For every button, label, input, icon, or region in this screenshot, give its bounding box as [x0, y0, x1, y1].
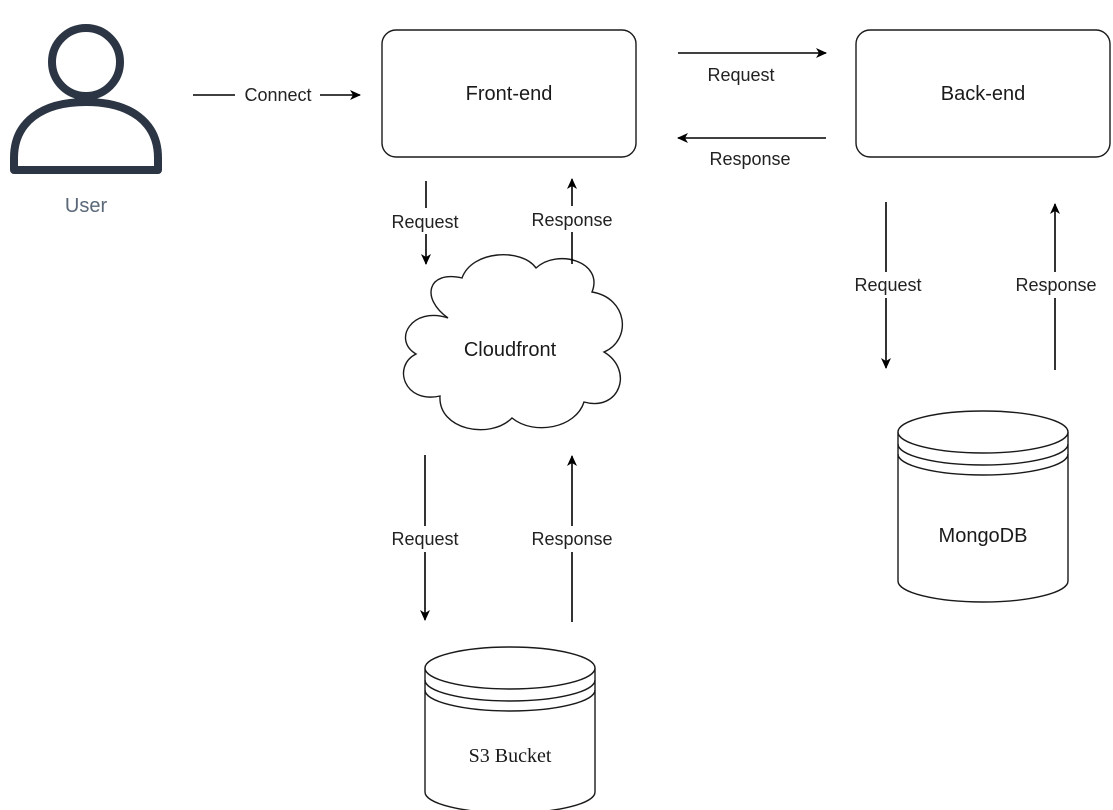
edge-be-db-label-bg: [842, 272, 934, 298]
mongodb-top: [897, 410, 1069, 454]
edge-cf-fe-label: Response: [531, 210, 612, 230]
edge-frontend-to-backend[interactable]: Request: [678, 48, 827, 85]
edge-mongodb-to-backend[interactable]: Response: [1002, 203, 1110, 370]
edge-be-fe-label: Response: [709, 149, 790, 169]
mongodb-body: [897, 432, 1069, 603]
s3-bucket-ring-1: [424, 679, 596, 702]
user-actor[interactable]: User: [10, 24, 162, 217]
cloudfront-node[interactable]: Cloudfront: [402, 254, 624, 431]
edge-backend-to-frontend[interactable]: Response: [677, 133, 826, 169]
edge-fe-cf-label: Request: [391, 212, 458, 232]
edge-cf-fe-label-bg: [518, 206, 626, 232]
frontend-box: [381, 29, 637, 158]
backend-label: Back-end: [941, 83, 1026, 105]
s3-bucket-ring-2: [424, 689, 596, 712]
frontend-label: Front-end: [466, 83, 553, 105]
cloudfront-label: Cloudfront: [464, 339, 557, 361]
edge-user-to-frontend[interactable]: Connect: [193, 85, 361, 105]
mongodb-node[interactable]: MongoDB: [897, 410, 1069, 603]
edge-fe-cf-label-bg: [380, 208, 472, 234]
edge-be-db-label: Request: [854, 275, 921, 295]
edge-cf-s3-label-bg: [380, 526, 472, 552]
backend-box: [855, 29, 1111, 158]
edge-backend-to-mongodb[interactable]: Request: [842, 202, 934, 369]
edge-cf-s3-label: Request: [391, 529, 458, 549]
s3-bucket-top: [424, 646, 596, 690]
mongodb-ring-2: [897, 453, 1069, 476]
user-label: User: [65, 195, 108, 217]
s3-bucket-body: [424, 668, 596, 810]
backend-node[interactable]: Back-end: [855, 29, 1111, 158]
s3-bucket-label: S3 Bucket: [469, 745, 552, 767]
edge-s3-cf-label: Response: [531, 529, 612, 549]
edge-cloudfront-to-s3[interactable]: Request: [380, 455, 472, 621]
cloudfront-cloud: [402, 254, 624, 431]
edge-db-be-label-bg: [1002, 272, 1110, 298]
mongodb-label: MongoDB: [939, 525, 1028, 547]
s3-bucket-node[interactable]: S3 Bucket: [424, 646, 596, 810]
edge-frontend-to-cloudfront[interactable]: Request: [380, 181, 472, 265]
edge-s3-cf-label-bg: [518, 526, 626, 552]
edge-db-be-label: Response: [1015, 275, 1096, 295]
edge-connect-label: Connect: [244, 85, 311, 105]
edge-cloudfront-to-frontend[interactable]: Response: [518, 178, 626, 264]
mongodb-ring-1: [897, 443, 1069, 466]
edge-s3-to-cloudfront[interactable]: Response: [518, 455, 626, 622]
edge-fe-be-label: Request: [707, 65, 774, 85]
frontend-node[interactable]: Front-end: [381, 29, 637, 158]
user-icon: [10, 24, 162, 174]
